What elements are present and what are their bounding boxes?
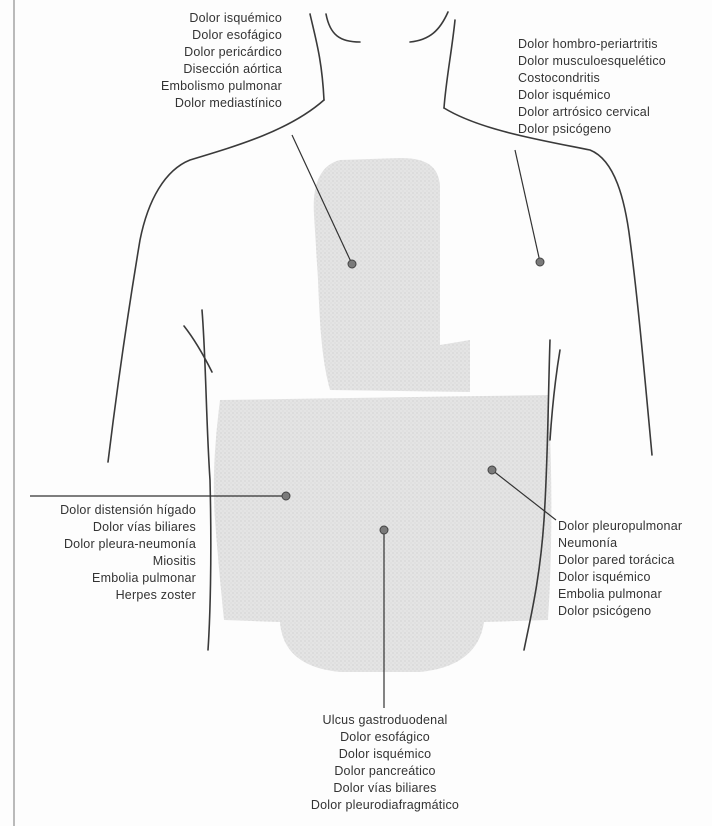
leader-line-top-right	[515, 150, 540, 262]
condition-label: Dolor vías biliares	[60, 519, 196, 536]
condition-label: Dolor pleura-neumonía	[60, 536, 196, 553]
condition-label: Dolor esofágico	[161, 27, 282, 44]
condition-label: Dolor mediastínico	[161, 95, 282, 112]
condition-label: Miositis	[60, 553, 196, 570]
condition-label: Dolor pleurodiafragmático	[270, 797, 500, 814]
marker-right-hypochondrium	[282, 492, 290, 500]
condition-label: Dolor isquémico	[518, 87, 666, 104]
condition-label: Dolor esofágico	[270, 729, 500, 746]
condition-label: Dolor isquémico	[161, 10, 282, 27]
marker-epigastric	[380, 526, 388, 534]
chest-shaded-region	[314, 158, 470, 392]
condition-label: Dolor vías biliares	[270, 780, 500, 797]
condition-label: Dolor pericárdico	[161, 44, 282, 61]
condition-label: Herpes zoster	[60, 587, 196, 604]
marker-left-hemithorax	[488, 466, 496, 474]
condition-label: Dolor distensión hígado	[60, 502, 196, 519]
condition-label: Dolor psicógeno	[558, 603, 682, 620]
condition-label: Embolia pulmonar	[60, 570, 196, 587]
condition-label: Dolor isquémico	[270, 746, 500, 763]
condition-label: Dolor pared torácica	[558, 552, 682, 569]
condition-label: Dolor pancreático	[270, 763, 500, 780]
condition-label: Dolor artrósico cervical	[518, 104, 666, 121]
condition-label: Dolor musculoesquelético	[518, 53, 666, 70]
condition-label: Disección aórtica	[161, 61, 282, 78]
condition-label: Neumonía	[558, 535, 682, 552]
condition-label: Dolor psicógeno	[518, 121, 666, 138]
condition-label: Dolor isquémico	[558, 569, 682, 586]
condition-label: Ulcus gastroduodenal	[270, 712, 500, 729]
condition-label: Dolor hombro-periartritis	[518, 36, 666, 53]
condition-label: Costocondritis	[518, 70, 666, 87]
condition-label: Embolia pulmonar	[558, 586, 682, 603]
marker-left-shoulder	[536, 258, 544, 266]
marker-retrosternal	[348, 260, 356, 268]
condition-label: Embolismo pulmonar	[161, 78, 282, 95]
condition-label: Dolor pleuropulmonar	[558, 518, 682, 535]
